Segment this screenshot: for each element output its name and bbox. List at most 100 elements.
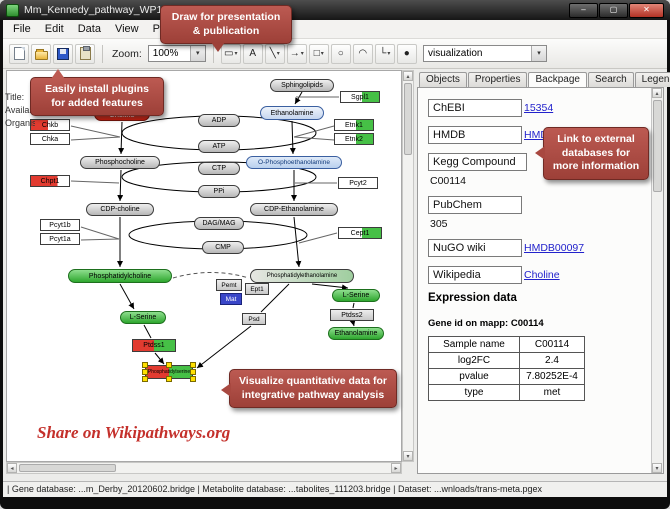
- zoom-combobox[interactable]: 100% ▾: [147, 45, 206, 62]
- anchor-tool-button[interactable]: ●: [396, 43, 417, 64]
- pathway-node-atp[interactable]: ATP: [198, 140, 240, 153]
- tab-objects[interactable]: Objects: [419, 72, 467, 87]
- selection-handle[interactable]: [142, 376, 148, 382]
- scroll-down-button[interactable]: ▾: [403, 451, 413, 461]
- rectangle-tool-button[interactable]: □▾: [308, 43, 329, 64]
- scrollbar-thumb[interactable]: [404, 83, 412, 155]
- tab-search[interactable]: Search: [587, 72, 634, 87]
- close-button[interactable]: ✕: [629, 2, 664, 18]
- pathway-node-phosphatidylcholine[interactable]: Phosphatidylcholine: [68, 269, 172, 283]
- pathway-node-ethanolamine-right[interactable]: Ethanolamine: [328, 327, 384, 340]
- pathway-node-ethanolamine[interactable]: Ethanolamine: [260, 106, 324, 120]
- pathway-node-chpt1[interactable]: Chpt1: [30, 175, 70, 187]
- tab-properties[interactable]: Properties: [467, 72, 528, 87]
- sidebar-tabs: ObjectsPropertiesBackpageSearchLegend: [417, 70, 670, 88]
- pathway-node-etnk1[interactable]: Etnk1: [334, 119, 374, 131]
- backpage-value-chebi[interactable]: 15354: [524, 102, 554, 114]
- pathway-node-pcyt1a[interactable]: Pcyt1a: [40, 233, 80, 245]
- elbow-connector-tool-button[interactable]: └▾: [374, 43, 395, 64]
- scroll-down-button[interactable]: ▾: [652, 463, 662, 473]
- chevron-down-icon[interactable]: ▾: [189, 46, 205, 61]
- chevron-down-icon: ▾: [320, 51, 324, 57]
- scroll-left-button[interactable]: ◂: [7, 463, 17, 473]
- pathway-node-dag-mag[interactable]: DAG/MAG: [194, 217, 244, 230]
- pathway-node-l-serine-left[interactable]: L-Serine: [120, 311, 166, 324]
- menu-item-file[interactable]: File: [13, 23, 31, 35]
- selection-handle[interactable]: [190, 369, 196, 375]
- pathway-node-sgpl1[interactable]: Sgpl1: [340, 91, 380, 103]
- pathway-node-ptdss1[interactable]: Ptdss1: [132, 339, 176, 352]
- selection-handle[interactable]: [190, 376, 196, 382]
- scroll-up-button[interactable]: ▴: [403, 71, 413, 81]
- pathway-node-cept1[interactable]: Cept1: [338, 227, 382, 239]
- info-available-label: Availab: [5, 105, 35, 115]
- save-button[interactable]: [53, 43, 73, 64]
- scroll-up-button[interactable]: ▴: [652, 88, 662, 98]
- line-tool-button[interactable]: ╲▾: [264, 43, 285, 64]
- backpage-value-nugo-wiki[interactable]: HMDB00097: [524, 242, 585, 254]
- pathway-node-ptdss2[interactable]: Ptdss2: [330, 309, 374, 321]
- pathway-node-ept1[interactable]: Ept1: [245, 283, 269, 295]
- pathway-node-pcyt1b[interactable]: Pcyt1b: [40, 219, 80, 231]
- tab-legend[interactable]: Legend: [634, 72, 670, 87]
- scroll-right-button[interactable]: ▸: [391, 463, 401, 473]
- pathway-node-o-phosphoethanolamine[interactable]: O-Phosphoethanolamine: [246, 156, 342, 169]
- menu-item-edit[interactable]: Edit: [44, 23, 64, 35]
- pathway-node-etnk2[interactable]: Etnk2: [334, 133, 374, 145]
- pathway-node-psd[interactable]: Psd: [242, 313, 266, 325]
- pathway-node-phosphatidylethanolamine[interactable]: Phosphatidylethanolamine: [250, 269, 354, 283]
- pathway-node-pemt[interactable]: Pemt: [216, 279, 242, 291]
- canvas-horizontal-scrollbar[interactable]: ◂ ▸: [6, 462, 402, 474]
- selection-handle[interactable]: [142, 369, 148, 375]
- visualization-value: visualization: [428, 48, 483, 59]
- menu-item-data[interactable]: Data: [77, 23, 101, 35]
- pathway-node-adp[interactable]: ADP: [198, 114, 240, 127]
- pathway-node-phosphocholine[interactable]: Phosphocholine: [80, 156, 160, 169]
- pathway-node-mat[interactable]: Mat: [220, 293, 242, 305]
- pathway-node-l-serine-right[interactable]: L-Serine: [332, 289, 380, 302]
- pathway-node-cmp[interactable]: CMP: [202, 241, 244, 254]
- scrollbar-thumb[interactable]: [19, 464, 116, 472]
- maximize-button[interactable]: ▢: [599, 2, 628, 18]
- pathway-node-ctp[interactable]: CTP: [198, 162, 240, 175]
- expression-table-cell: Sample name: [428, 336, 520, 353]
- visualization-combobox[interactable]: visualization ▾: [423, 45, 547, 62]
- backpage-header-pubchem: PubChem: [428, 196, 522, 214]
- selection-handle[interactable]: [166, 362, 172, 368]
- selection-handle[interactable]: [190, 362, 196, 368]
- chevron-down-icon[interactable]: ▾: [531, 46, 546, 61]
- pathway-node-cdp-choline[interactable]: CDP-choline: [86, 203, 154, 216]
- canvas-vertical-scrollbar[interactable]: ▴ ▾: [402, 70, 414, 462]
- selection-handle[interactable]: [142, 362, 148, 368]
- sidebar-scrollbar[interactable]: ▴ ▾: [651, 88, 663, 473]
- arrow-tool-button[interactable]: →▾: [286, 43, 307, 64]
- pathway-node-ppi[interactable]: PPi: [198, 185, 240, 198]
- tab-backpage[interactable]: Backpage: [528, 72, 587, 88]
- pathway-node-sphingolipids[interactable]: Sphingolipids: [270, 79, 334, 92]
- pathway-node-pcyt2[interactable]: Pcyt2: [338, 177, 378, 189]
- arc-tool-button[interactable]: ◠: [352, 43, 373, 64]
- pathway-node-chkb[interactable]: Chkb: [30, 119, 70, 131]
- paste-button[interactable]: [75, 43, 95, 64]
- oval-tool-button[interactable]: ○: [330, 43, 351, 64]
- pathway-node-cdp-ethanolamine[interactable]: CDP-Ethanolamine: [250, 203, 338, 216]
- pathway-node-chka[interactable]: Chka: [30, 133, 70, 145]
- selection-handle[interactable]: [166, 376, 172, 382]
- new-file-button[interactable]: [9, 43, 29, 64]
- open-folder-button[interactable]: [31, 43, 51, 64]
- expression-table-cell: type: [428, 384, 520, 401]
- minimize-button[interactable]: –: [569, 2, 598, 18]
- backpage-header-nugo-wiki: NuGO wiki: [428, 239, 522, 257]
- scrollbar-thumb[interactable]: [653, 100, 662, 192]
- expression-table-cell: met: [519, 384, 585, 401]
- menu-item-view[interactable]: View: [114, 23, 139, 35]
- label-tool-button[interactable]: A: [242, 43, 263, 64]
- backpage-value-wikipedia[interactable]: Choline: [524, 269, 560, 281]
